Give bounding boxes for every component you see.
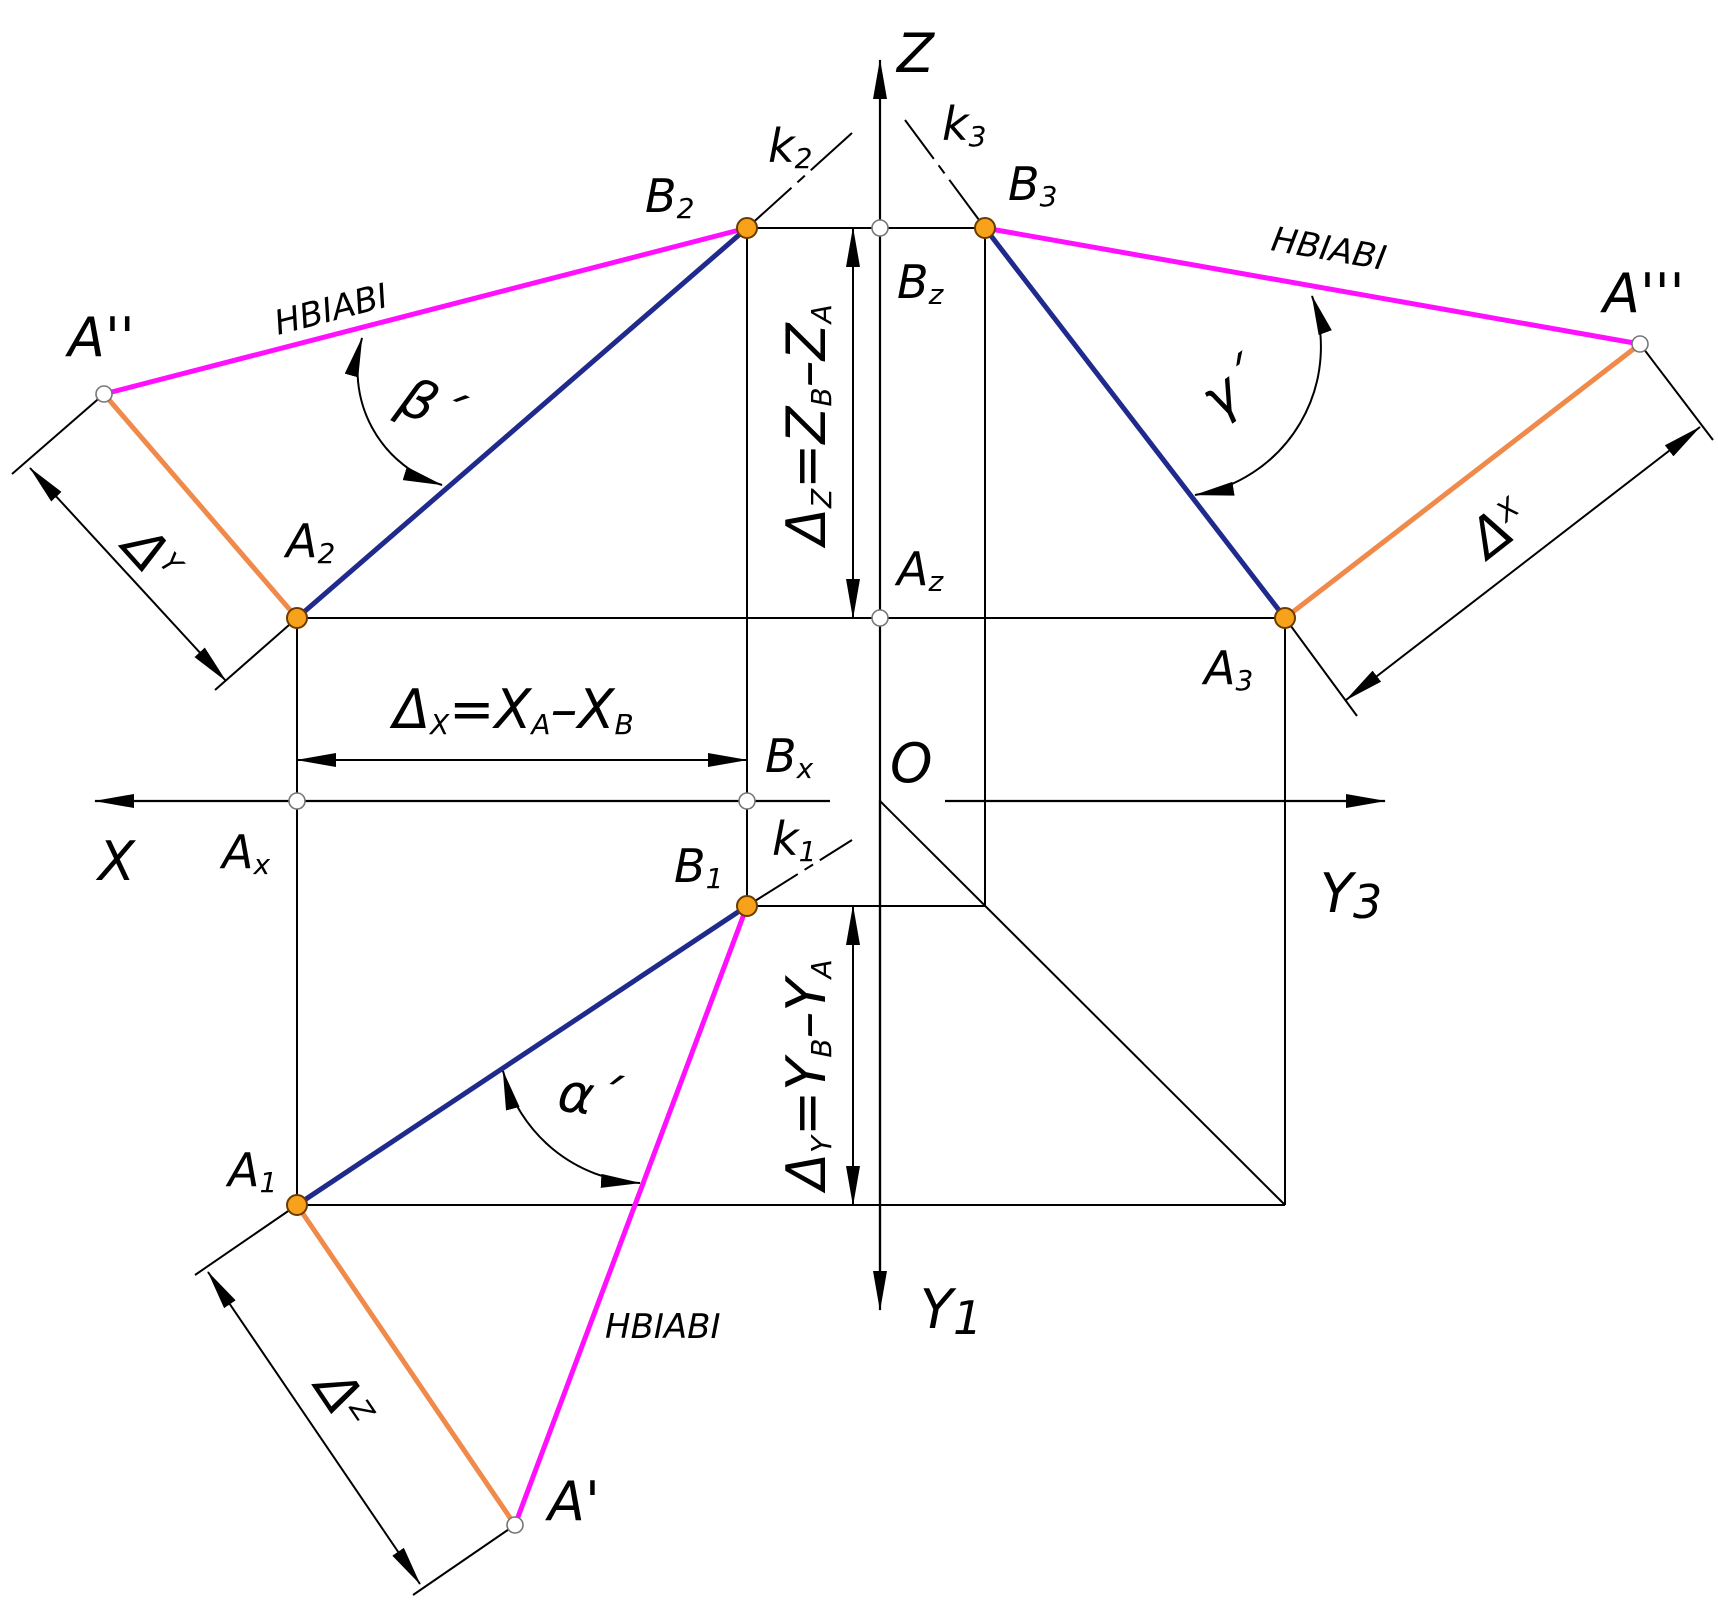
angle-alpha-arc (502, 1070, 641, 1188)
label-a-triple-prime: A''' (1600, 262, 1684, 325)
label-k1: k1 (772, 812, 816, 868)
label-angle-alpha: α´ (554, 1060, 627, 1131)
label-a1: A1 (225, 1143, 277, 1199)
point-b2 (736, 217, 758, 239)
label-ax: Ax (219, 825, 270, 881)
label-b2: B2 (645, 169, 694, 225)
label-delta-y-left: ΔY (108, 512, 195, 599)
label-angle-beta: β´ (389, 364, 474, 448)
label-bz: Bz (897, 255, 945, 311)
label-b1: B1 (674, 839, 723, 895)
point-a-prime (506, 1516, 524, 1534)
line-k3 (904, 119, 986, 229)
point-a2 (286, 607, 308, 629)
label-b3: B3 (1008, 157, 1057, 213)
label-a-prime: A' (545, 1470, 600, 1533)
label-true-length-profile: НВІАВІ (1268, 219, 1389, 278)
point-a1 (286, 1194, 308, 1216)
segment-a1-b1 (295, 903, 749, 1208)
label-axis-x: X (95, 830, 136, 893)
dimension-delta-y-left (11, 393, 298, 691)
label-angle-gamma: γ´ (1189, 344, 1275, 431)
delta-y-segment (102, 392, 299, 620)
label-axis-y3: Y3 (1320, 862, 1382, 929)
point-az (871, 609, 889, 627)
true-length-b1-a1p (512, 905, 750, 1526)
point-b3 (974, 217, 996, 239)
point-b1 (736, 895, 758, 917)
true-length-b3-a3ppp (984, 225, 1641, 347)
point-a3 (1274, 607, 1296, 629)
delta-x-segment (1283, 342, 1642, 620)
label-a2: A2 (283, 514, 335, 570)
dimension-delta-x-right (1284, 343, 1714, 717)
label-az: Az (894, 542, 944, 598)
point-ax (288, 792, 306, 810)
angle-beta-arc (344, 337, 443, 486)
label-origin: O (890, 732, 933, 795)
coordinate-axes (94, 59, 1386, 1311)
label-delta-z-formula: ΔZ=ZB–ZA (775, 304, 838, 549)
label-bx: Bx (765, 729, 814, 785)
label-delta-y-formula: ΔY=YB–YA (775, 959, 838, 1194)
point-bz (871, 219, 889, 237)
label-delta-x-formula: ΔX=XA–XB (389, 678, 634, 741)
label-a3: A3 (1201, 641, 1253, 697)
label-k3: k3 (942, 97, 986, 153)
construction-lines (296, 119, 1286, 1206)
line-k2 (746, 132, 853, 229)
label-axis-y1: Y1 (920, 1278, 982, 1345)
label-true-length-horizontal: НВІАВІ (605, 1307, 721, 1347)
angle-gamma-arc (1194, 295, 1332, 496)
true-length-b2-a2pp (103, 225, 748, 397)
label-k2: k2 (768, 119, 812, 175)
point-a-double-prime (95, 385, 113, 403)
line-k1 (746, 839, 853, 907)
segment-b3-a3 (983, 226, 1287, 620)
axis-bisector (879, 800, 1286, 1206)
segment-a2-b2 (295, 226, 749, 620)
point-a-triple-prime (1631, 335, 1649, 353)
label-axis-z: Z (895, 22, 935, 85)
label-delta-z-bottom: ΔZ (300, 1356, 386, 1442)
dimension-delta-z-bottom (194, 1204, 516, 1596)
label-a-double-prime: A'' (65, 306, 135, 369)
delta-z-segment (294, 1203, 518, 1527)
point-bx (738, 792, 756, 810)
